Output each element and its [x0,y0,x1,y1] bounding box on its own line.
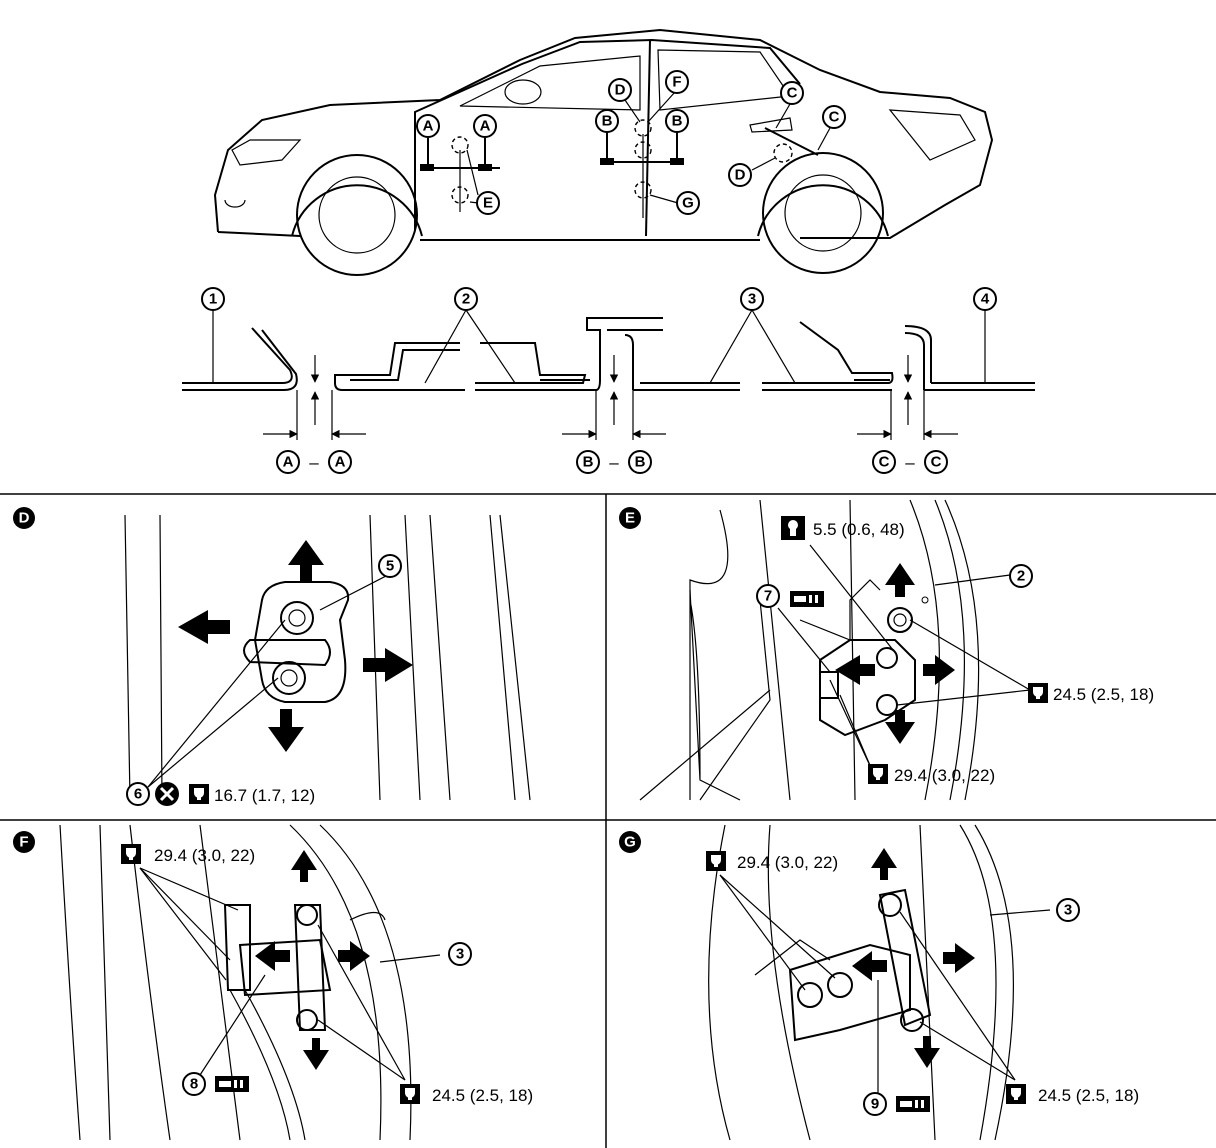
torque-spec-g-body-hinge: 24.5 (2.5, 18) [1038,1086,1139,1105]
callout-9: 9 [863,1092,887,1116]
svg-text:8: 8 [190,1076,198,1093]
label-g-location: G [676,191,700,215]
panel-f-letter: F [19,834,28,851]
callout-2: 2 [454,287,478,311]
svg-text:A: A [480,118,491,135]
torque-spec-d-striker: 16.7 (1.7, 12) [214,786,315,805]
svg-text:C: C [879,454,890,471]
section-label-aa: A – A [276,450,352,474]
svg-text:A: A [283,454,294,471]
svg-text:A: A [423,118,434,135]
label-a-left: A [416,114,440,138]
svg-text:C: C [931,454,942,471]
svg-text:3: 3 [1064,902,1072,919]
torque-wrench-icon [189,784,209,804]
label-b-left: B [595,109,619,133]
svg-text:7: 7 [764,588,772,605]
svg-text:9: 9 [871,1096,879,1113]
panel-g-letter: G [624,834,636,851]
svg-text:B: B [602,113,613,130]
section-label-bb: B – B [576,450,652,474]
panel-d-letter: D [19,510,30,527]
detail-panel-d: D 5 6 16.7 (1.7, 12) [13,507,531,806]
svg-text:2: 2 [462,291,470,308]
torque-wrench-icon-f-body [400,1084,420,1104]
svg-text:F: F [672,74,681,91]
svg-text:1: 1 [209,291,217,308]
torque-spec-g-door-hinge: 29.4 (3.0, 22) [737,853,838,872]
svg-text:C: C [829,109,840,126]
svg-text:E: E [483,195,493,212]
grease-tool-icon-f [215,1076,249,1092]
label-d-location-front: D [608,78,632,102]
svg-text:3: 3 [748,291,756,308]
grease-tool-icon-e [790,591,824,607]
callout-3-f: 3 [448,942,472,966]
torque-spec-e-door-hinge: 29.4 (3.0, 22) [894,766,995,785]
torque-wrench-icon-g-body [1006,1084,1026,1104]
label-c-lower: C [822,105,846,129]
svg-text:4: 4 [981,291,990,308]
svg-text:–: – [609,453,619,472]
label-c-upper: C [780,81,804,105]
svg-text:D: D [615,82,626,99]
detail-panel-f: F 3 8 29.4 (3.0, 22) 24.5 (2.5, 18) [13,824,533,1141]
svg-text:–: – [309,453,319,472]
section-profiles: 1 2 3 4 A – A B – B C – C [182,287,1035,474]
label-a-right: A [473,114,497,138]
svg-text:–: – [905,453,915,472]
callout-6: 6 [126,782,150,806]
torque-spec-f-door-hinge: 29.4 (3.0, 22) [154,846,255,865]
callout-1: 1 [201,287,225,311]
svg-text:5: 5 [386,558,394,575]
svg-text:G: G [682,195,694,212]
callout-7: 7 [756,584,780,608]
label-d-location-rear: D [728,163,752,187]
torque-wrench-icon-e-body [1028,683,1048,703]
torque-spec-e-body-hinge: 24.5 (2.5, 18) [1053,685,1154,704]
detail-panel-grid [0,493,1216,1148]
label-e-location: E [476,191,500,215]
torque-spec-e-check-link: 5.5 (0.6, 48) [813,520,905,539]
panel-e-letter: E [625,510,635,527]
vehicle-side-view: A A E B B D F G C C D [213,28,994,276]
callout-8: 8 [182,1072,206,1096]
svg-text:B: B [583,454,594,471]
torque-wrench-icon-e-door [868,764,888,784]
torque-spec-f-body-hinge: 24.5 (2.5, 18) [432,1086,533,1105]
svg-text:A: A [335,454,346,471]
callout-3-g: 3 [1056,898,1080,922]
svg-text:C: C [787,85,798,102]
detail-panel-e: E 2 7 5.5 (0.6, 48) 24.5 (2.5, 18) 29.4 … [619,499,1154,801]
svg-text:2: 2 [1017,568,1025,585]
svg-text:D: D [735,167,746,184]
label-b-right: B [665,109,689,133]
do-not-reuse-icon [155,782,179,806]
check-link-torque-icon [781,516,805,540]
grease-tool-icon-g [896,1096,930,1112]
label-f-location: F [665,70,689,94]
torque-wrench-icon-f-door [121,844,141,864]
torque-wrench-icon-g-door [706,851,726,871]
callout-3: 3 [740,287,764,311]
detail-panel-g: G 3 9 29.4 (3.0, 22) 24.5 (2.5, 18) [619,824,1139,1141]
callout-5: 5 [378,554,402,578]
section-label-cc: C – C [872,450,948,474]
svg-text:B: B [635,454,646,471]
svg-text:B: B [672,113,683,130]
callout-4: 4 [973,287,997,311]
callout-2-e: 2 [1009,564,1033,588]
svg-text:6: 6 [134,786,142,803]
svg-text:3: 3 [456,946,464,963]
